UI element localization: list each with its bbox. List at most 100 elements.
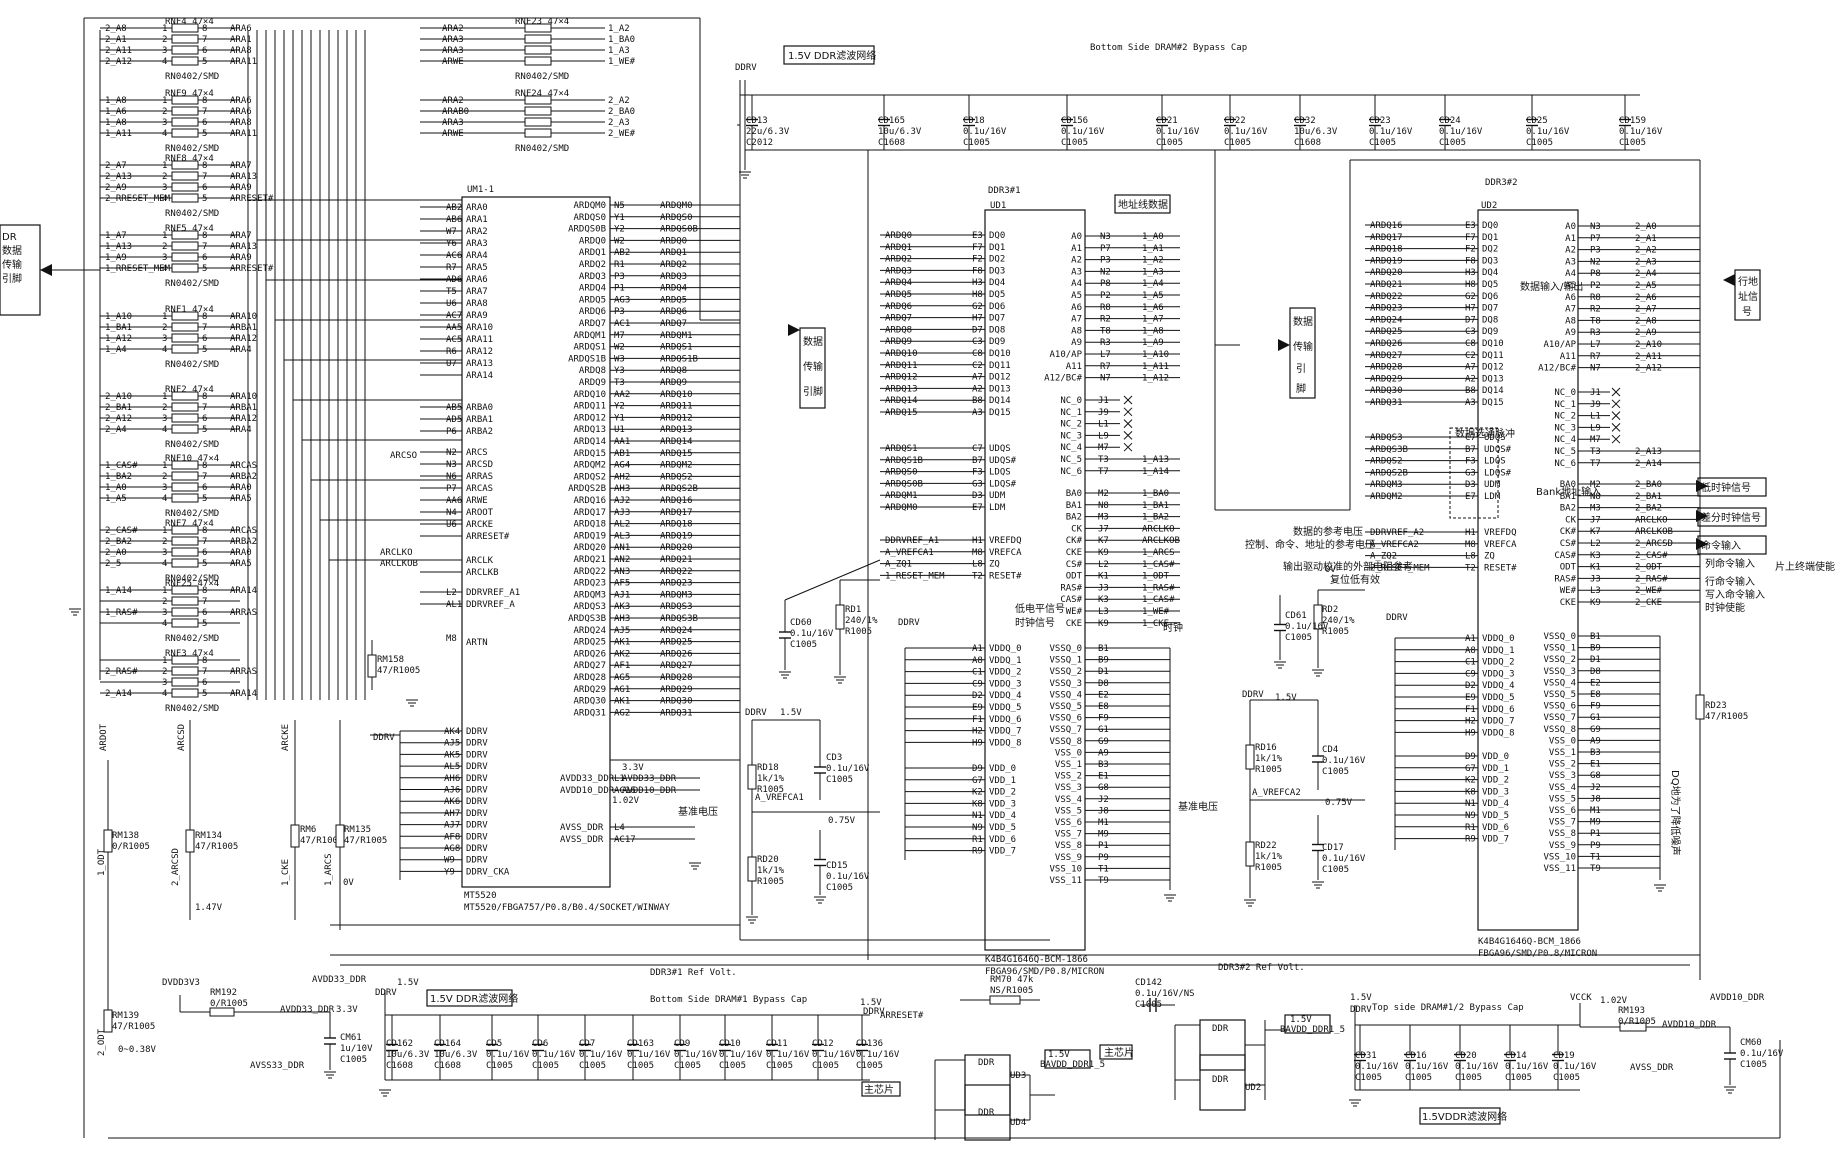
rnet-net: ARA3 (442, 46, 464, 56)
soc-pin-addr: ARA4 (466, 251, 488, 261)
right-cap-package: C1005 (1553, 1073, 1580, 1083)
rnet-pin-net: 2_RRESET_MEM (105, 194, 171, 204)
part-label-rm158: 47/R1005 (377, 666, 420, 676)
rnet-pin-net: 1_CAS# (105, 461, 138, 471)
part-label-cd17: C1005 (1322, 865, 1349, 875)
rnet-net: ARA13 (230, 172, 257, 182)
soc-ball: U6 (446, 520, 457, 530)
ddr1-net-addr: 1_A7 (1142, 315, 1164, 325)
label-row-addr-3: 号 (1742, 306, 1752, 318)
net-a-vrefca2: A_VREFCA2 (1252, 788, 1301, 798)
rnet-pin-net: 1_A8 (105, 96, 127, 106)
part-label-rd18: 1k/1% (757, 774, 785, 784)
ddr1-ball: T3 (1098, 455, 1109, 465)
rnet-net: ARRESET# (230, 194, 274, 204)
soc-ball: AH6 (444, 774, 460, 784)
soc-ball: AL3 (614, 531, 630, 541)
soc-ball: AG8 (444, 844, 460, 854)
wire (784, 559, 881, 601)
ddr1-pin-vddq: VDDQ_7 (989, 727, 1022, 737)
ddr2-pin-addr: A0 (1565, 222, 1576, 232)
label-ddr-side-3: 传输 (2, 258, 22, 271)
rnet-net: ARA8 (230, 118, 252, 128)
ddr1-ball: E8 (1098, 702, 1109, 712)
soc-pin-dq-inside: ARDQ2 (579, 260, 606, 270)
ddr1-pin-misc: ZQ (989, 560, 1000, 570)
ddr1-pin-vdd: VDD_2 (989, 788, 1016, 798)
ddr2-ball: L3 (1590, 586, 1601, 596)
ddr2-ball: K1 (1590, 563, 1601, 573)
rnet-net: ARBA1 (230, 403, 257, 413)
ddr1-ball: H1 (972, 536, 983, 546)
ddr1-net-ba: 1_BA0 (1142, 489, 1169, 499)
rnet-pin-num: 2 (162, 472, 167, 482)
ddr2-ball: R7 (1590, 352, 1601, 362)
soc-ball: AC1 (614, 319, 630, 329)
ddr1-ball: K7 (1098, 536, 1109, 546)
top-cap-value: 0.1u/16V (1224, 127, 1268, 137)
part-label-cd15: C1005 (826, 883, 853, 893)
rnet-pin-num: 7 (202, 667, 207, 677)
ddr2-net-dq: ARDQ22 (1370, 292, 1403, 302)
rnet-net: ARRESET# (230, 264, 274, 274)
ddr2-pin-dq: DQ7 (1482, 304, 1498, 314)
rnet-net: ARCAS (230, 526, 257, 536)
rnet-resistor (171, 482, 199, 492)
rnet-pin-num: 5 (202, 425, 207, 435)
ddr1-pin-dq: DQ4 (989, 278, 1005, 288)
part-label-rd16: RD16 (1255, 743, 1277, 753)
ddr2-ball: R1 (1465, 823, 1476, 833)
nc-cross (1123, 407, 1133, 417)
net-ud2: UD2 (1245, 1083, 1261, 1093)
ddr2-pin-misc: VREFDQ (1484, 528, 1517, 538)
ddr1-ball: N2 (1100, 267, 1111, 277)
right-cap-value: 0.1u/16V (1405, 1062, 1449, 1072)
ddr1-pin-strobe: LDQS# (989, 479, 1017, 489)
ddr1-ball: B7 (972, 456, 983, 466)
rnet-resistor (171, 460, 199, 470)
soc-pin-dq: ARDQS1 (660, 343, 693, 353)
soc-pin-dq-inside: ARDQM2 (573, 461, 606, 471)
ddr1-ball: K9 (1098, 548, 1109, 558)
soc-pin-dq: ARDQS1B (660, 354, 698, 364)
soc-pin-ddrv: DDRV (466, 762, 488, 772)
soc-pin-ba: ARBA2 (466, 427, 493, 437)
ddr2-ball: J9 (1590, 400, 1601, 410)
rnet-pin-net: 2_CAS# (105, 526, 138, 536)
rnet-resistor (171, 666, 199, 676)
soc-pin-dq: ARDQ3 (660, 272, 687, 282)
rnet-resistor (171, 34, 199, 44)
soc-pin-dq-inside: ARDQS0 (573, 213, 606, 223)
ddr1-ball: A2 (972, 384, 983, 394)
ddr1-ball: K9 (1098, 619, 1109, 629)
part-label-rd22: RD22 (1255, 841, 1277, 851)
soc-pin-addr: ARA9 (466, 311, 488, 321)
ddr2-pin-vss: VSSQ_8 (1543, 725, 1576, 735)
ddr2-pin-vss: VSSQ_2 (1543, 655, 1576, 665)
net-ddr-c: DDR (1212, 1024, 1229, 1034)
bottom-cap-package: C1608 (434, 1061, 461, 1071)
part-label-rm139: 47/R1005 (112, 1022, 155, 1032)
label-data-io-1: 数据 (803, 335, 823, 348)
ddr2-ball: N1 (1465, 799, 1476, 809)
soc-ball: AA6 (446, 496, 462, 506)
nc-cross (1611, 423, 1621, 432)
ddr2-net-dq: ARDQ25 (1370, 327, 1403, 337)
part-label-cd17: 0.1u/16V (1322, 854, 1366, 864)
soc-part: MT5520 (464, 891, 497, 901)
ddr1-net-strobe: ARDQS1B (885, 456, 923, 466)
rnet-resistor (171, 413, 199, 423)
ddr1-pin-addr: A12/BC# (1044, 374, 1083, 384)
rnet-pin-num: 2 (162, 172, 167, 182)
part-label-cm61: C1005 (340, 1055, 367, 1065)
rnet-pin-net: 2_A0 (105, 548, 127, 558)
ddr1-ball: C9 (972, 679, 983, 689)
top-cap-package: C1005 (1224, 138, 1251, 148)
ddr1-pin-vss: VSSQ_6 (1049, 714, 1082, 724)
rnet-pin-num: 4 (162, 345, 167, 355)
ddr2-pin-vddq: VDDQ_0 (1482, 634, 1515, 644)
ddr2-ball: E7 (1465, 492, 1476, 502)
soc-ball: P7 (446, 484, 457, 494)
soc-pin-avss: AVSS_DDR (560, 835, 604, 845)
rnet-pin-num: 5 (202, 194, 207, 204)
